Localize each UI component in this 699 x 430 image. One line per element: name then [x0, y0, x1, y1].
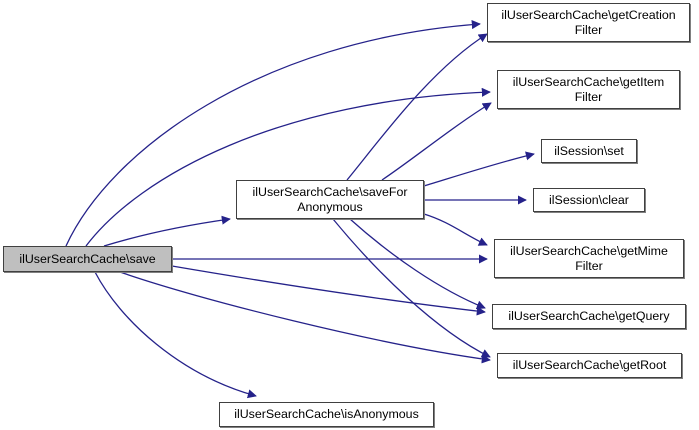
- edge-save-to-getQuery: [171, 265, 486, 316]
- edge-saveForAnonymous-to-getItemFilter: [381, 102, 492, 181]
- edge-save-to-saveForAnonymous: [103, 215, 231, 247]
- node-save[interactable]: ilUserSearchCache\save: [3, 246, 172, 272]
- edge-saveForAnonymous-to-getRoot: [332, 218, 491, 358]
- node-getRoot[interactable]: ilUserSearchCache\getRoot: [497, 353, 682, 378]
- edge-saveForAnonymous-to-getQuery: [349, 218, 486, 310]
- node-saveForAnonymous[interactable]: ilUserSearchCache\saveFor Anonymous: [236, 180, 424, 219]
- node-getCreationFilter[interactable]: ilUserSearchCache\getCreation Filter: [487, 3, 690, 42]
- node-label: ilUserSearchCache\save: [19, 251, 156, 266]
- node-label: ilUserSearchCache\isAnonymous: [234, 407, 419, 421]
- edge-saveForAnonymous-to-getCreationFilter: [346, 33, 488, 181]
- node-label: ilUserSearchCache\getQuery: [508, 309, 670, 323]
- node-label: ilUserSearchCache\getItem Filter: [512, 74, 665, 104]
- node-label: ilSession\set: [554, 143, 624, 158]
- node-sessionSet[interactable]: ilSession\set: [541, 139, 637, 163]
- node-isAnonymous[interactable]: ilUserSearchCache\isAnonymous: [219, 402, 434, 427]
- node-getQuery[interactable]: ilUserSearchCache\getQuery: [492, 304, 686, 329]
- edge-saveForAnonymous-to-sessionSet: [423, 151, 535, 187]
- node-sessionClear[interactable]: ilSession\clear: [533, 188, 645, 212]
- edge-save-to-getRoot: [119, 271, 491, 364]
- node-label: ilUserSearchCache\getRoot: [512, 358, 667, 372]
- edge-save-to-isAnonymous: [94, 271, 257, 399]
- node-label: ilUserSearchCache\getMime Filter: [510, 243, 668, 273]
- node-label: ilUserSearchCache\getCreation Filter: [501, 7, 676, 37]
- node-label: ilUserSearchCache\saveFor Anonymous: [252, 184, 408, 214]
- edge-save-to-getCreationFilter: [65, 20, 481, 247]
- node-getItemFilter[interactable]: ilUserSearchCache\getItem Filter: [497, 70, 680, 109]
- node-label: ilSession\clear: [549, 192, 629, 207]
- node-getMimeFilter[interactable]: ilUserSearchCache\getMime Filter: [494, 239, 684, 278]
- edge-saveForAnonymous-to-getMimeFilter: [423, 213, 488, 246]
- edge-save-to-getItemFilter: [85, 87, 491, 247]
